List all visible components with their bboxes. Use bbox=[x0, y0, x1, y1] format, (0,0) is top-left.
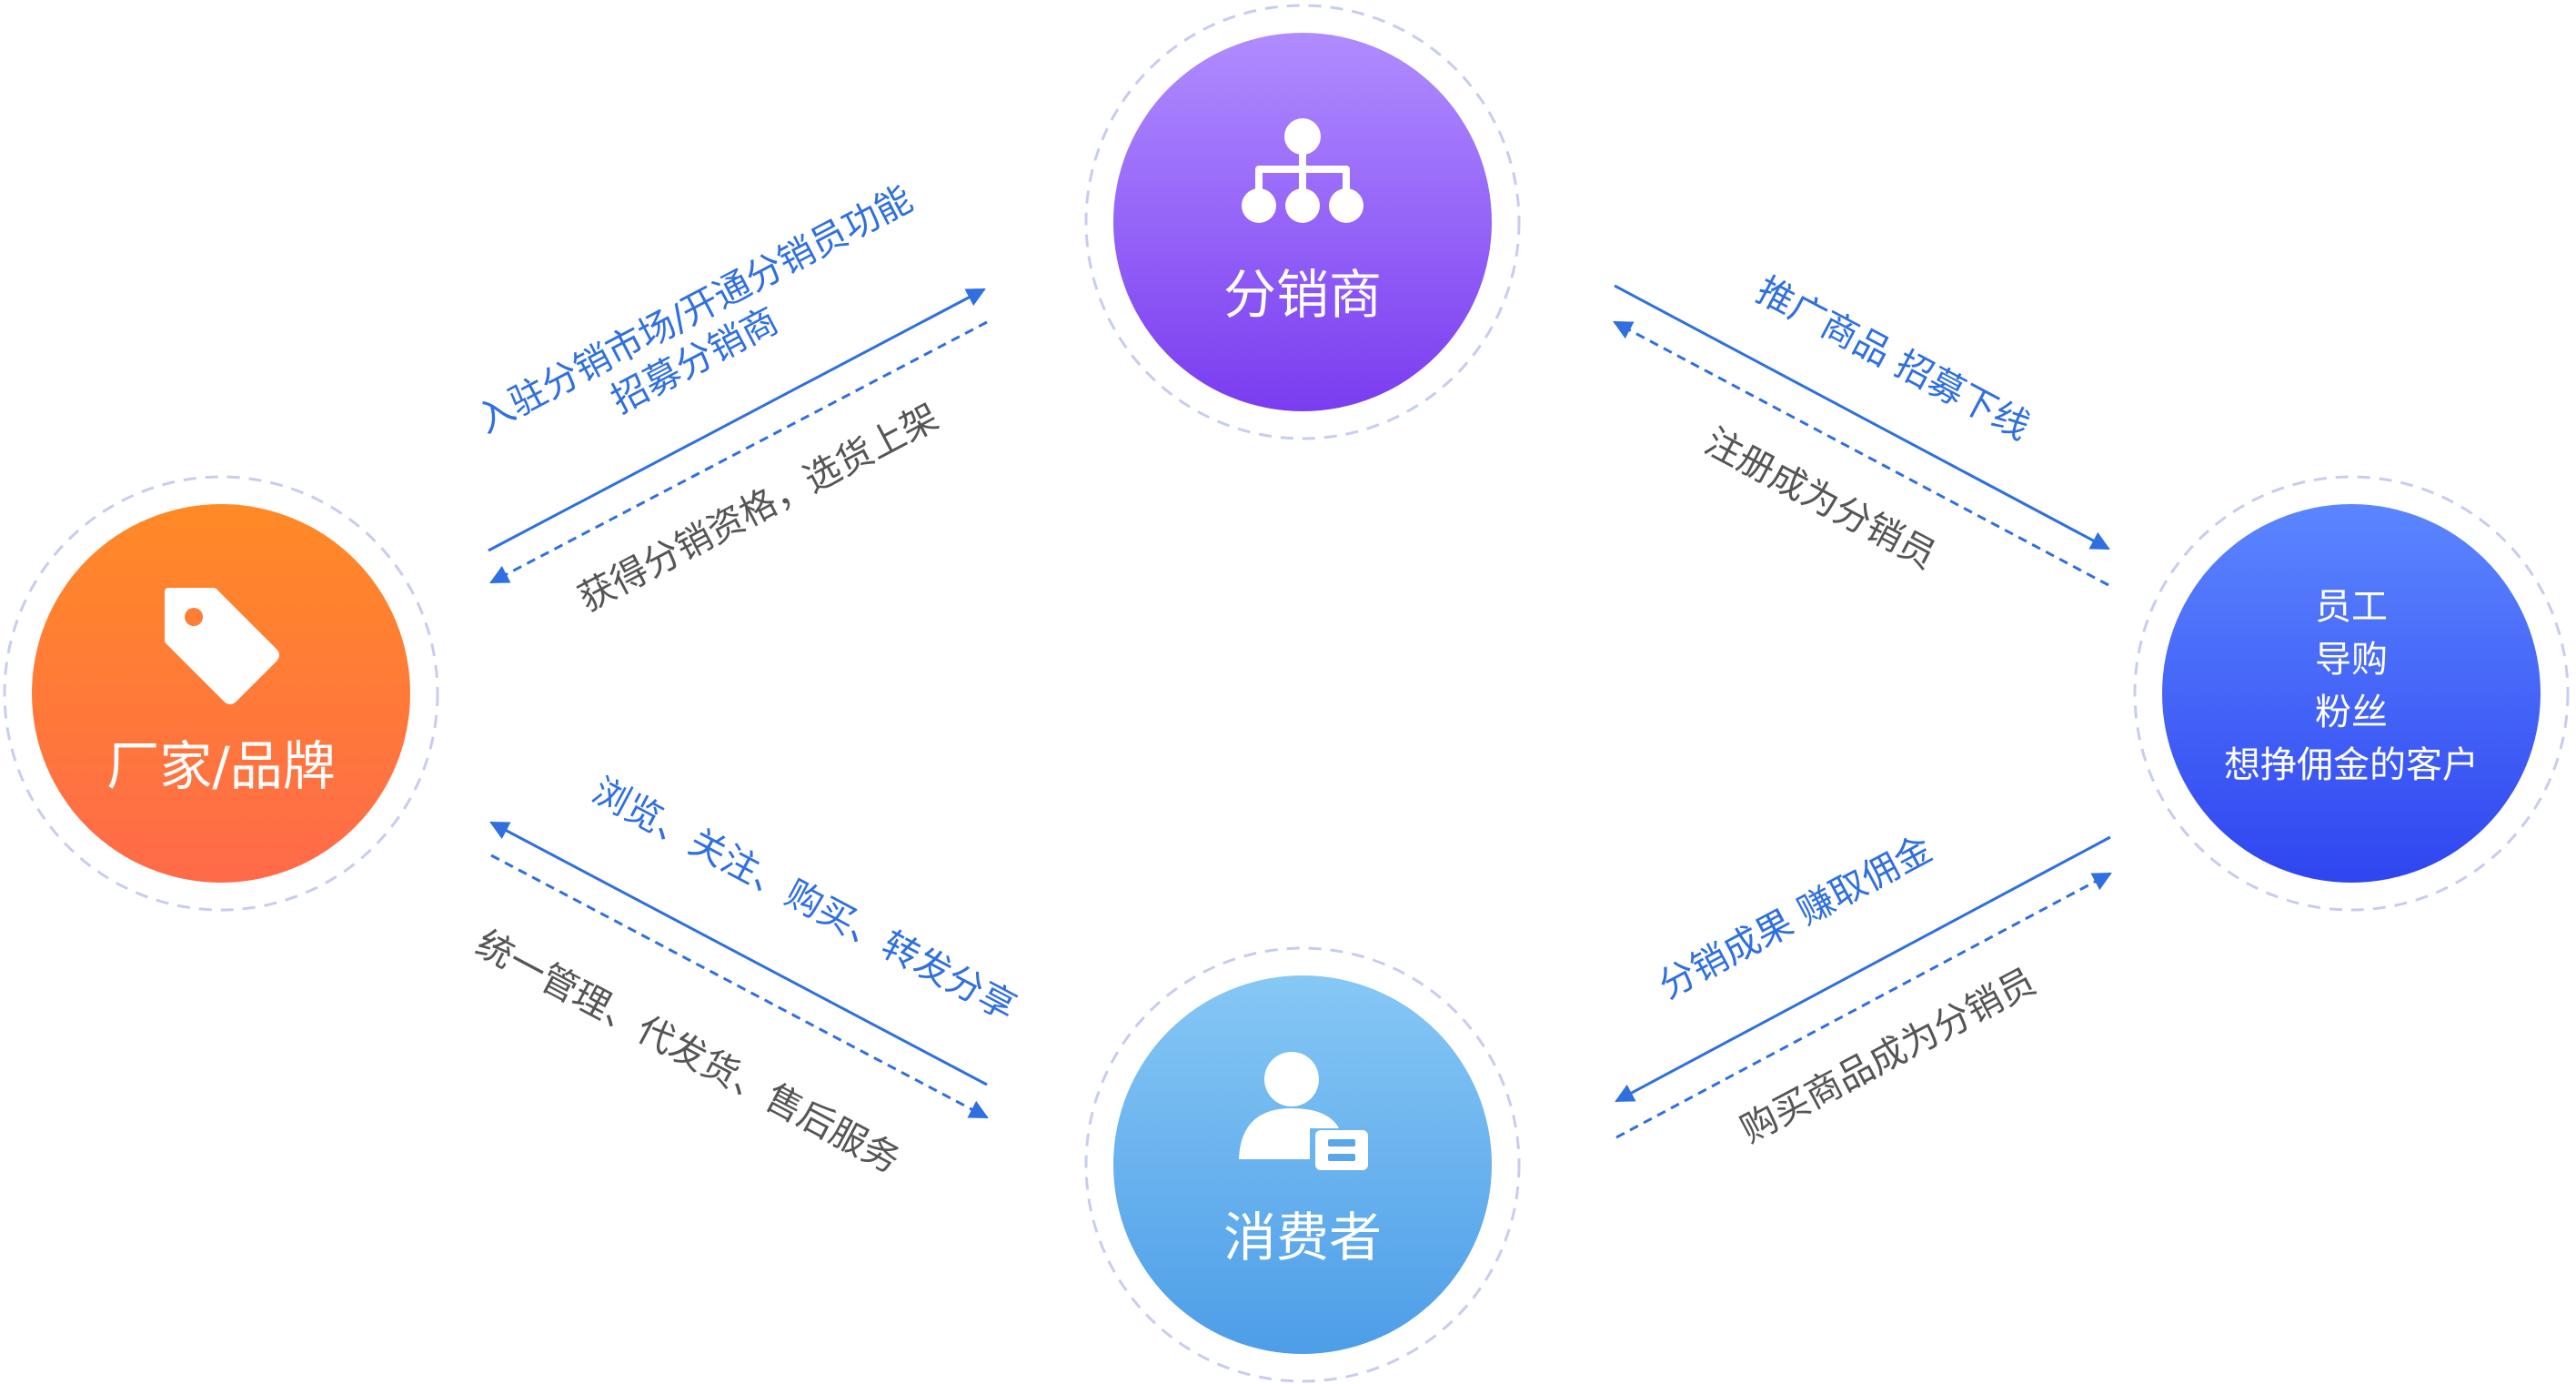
consumer-node bbox=[1113, 975, 1492, 1354]
affiliates-line-3: 粉丝 bbox=[2315, 692, 2388, 733]
affiliates-line-4: 想挣佣金的客户 bbox=[2224, 744, 2479, 786]
label-consumer-to-affiliates: 购买商品成为分销员 bbox=[1734, 961, 2042, 1152]
distributor-title: 分销商 bbox=[1223, 264, 1382, 326]
affiliates-line-2: 导购 bbox=[2315, 639, 2388, 681]
distributor-halo bbox=[1084, 4, 1521, 440]
arrow-affiliates-to-distributor bbox=[1613, 320, 2109, 587]
arrow-distributor-to-manufacturer bbox=[489, 320, 988, 584]
price-tag-icon bbox=[165, 588, 279, 704]
arrow-manufacturer-to-consumer bbox=[490, 854, 989, 1119]
manufacturer-title: 厂家/品牌 bbox=[106, 735, 336, 797]
affiliates-node bbox=[2162, 504, 2541, 883]
label-affiliates-to-distributor: 注册成为分销员 bbox=[1698, 420, 1943, 577]
arrow-distributor-to-affiliates bbox=[1614, 284, 2110, 551]
org-hierarchy-icon bbox=[1242, 118, 1363, 223]
label-manufacturer-to-consumer: 统一管理、代发货、售后服务 bbox=[469, 923, 907, 1182]
arrow-consumer-to-affiliates bbox=[1615, 872, 2112, 1139]
arrow-consumer-to-manufacturer bbox=[489, 821, 988, 1086]
label-manufacturer-to-distributor-line1: 入驻分销市场/开通分销员功能 bbox=[470, 178, 919, 442]
arrow-affiliates-to-consumer bbox=[1615, 835, 2111, 1103]
label-distributor-to-affiliates: 推广商品 招募下线 bbox=[1749, 269, 2036, 449]
label-distributor-to-manufacturer: 获得分销资格，选货上架 bbox=[572, 397, 946, 621]
affiliates-line-1: 员工 bbox=[2315, 586, 2388, 628]
manufacturer-halo bbox=[3, 475, 439, 912]
consumer-title: 消费者 bbox=[1223, 1207, 1382, 1268]
consumer-halo bbox=[1084, 946, 1521, 1383]
affiliates-halo bbox=[2133, 475, 2570, 912]
label-consumer-to-manufacturer: 浏览、关注、购买、转发分享 bbox=[586, 770, 1023, 1029]
label-affiliates-to-consumer: 分销成果 赚取佣金 bbox=[1652, 828, 1938, 1007]
arrow-manufacturer-to-distributor bbox=[488, 288, 986, 552]
user-id-card-icon bbox=[1239, 1052, 1368, 1170]
